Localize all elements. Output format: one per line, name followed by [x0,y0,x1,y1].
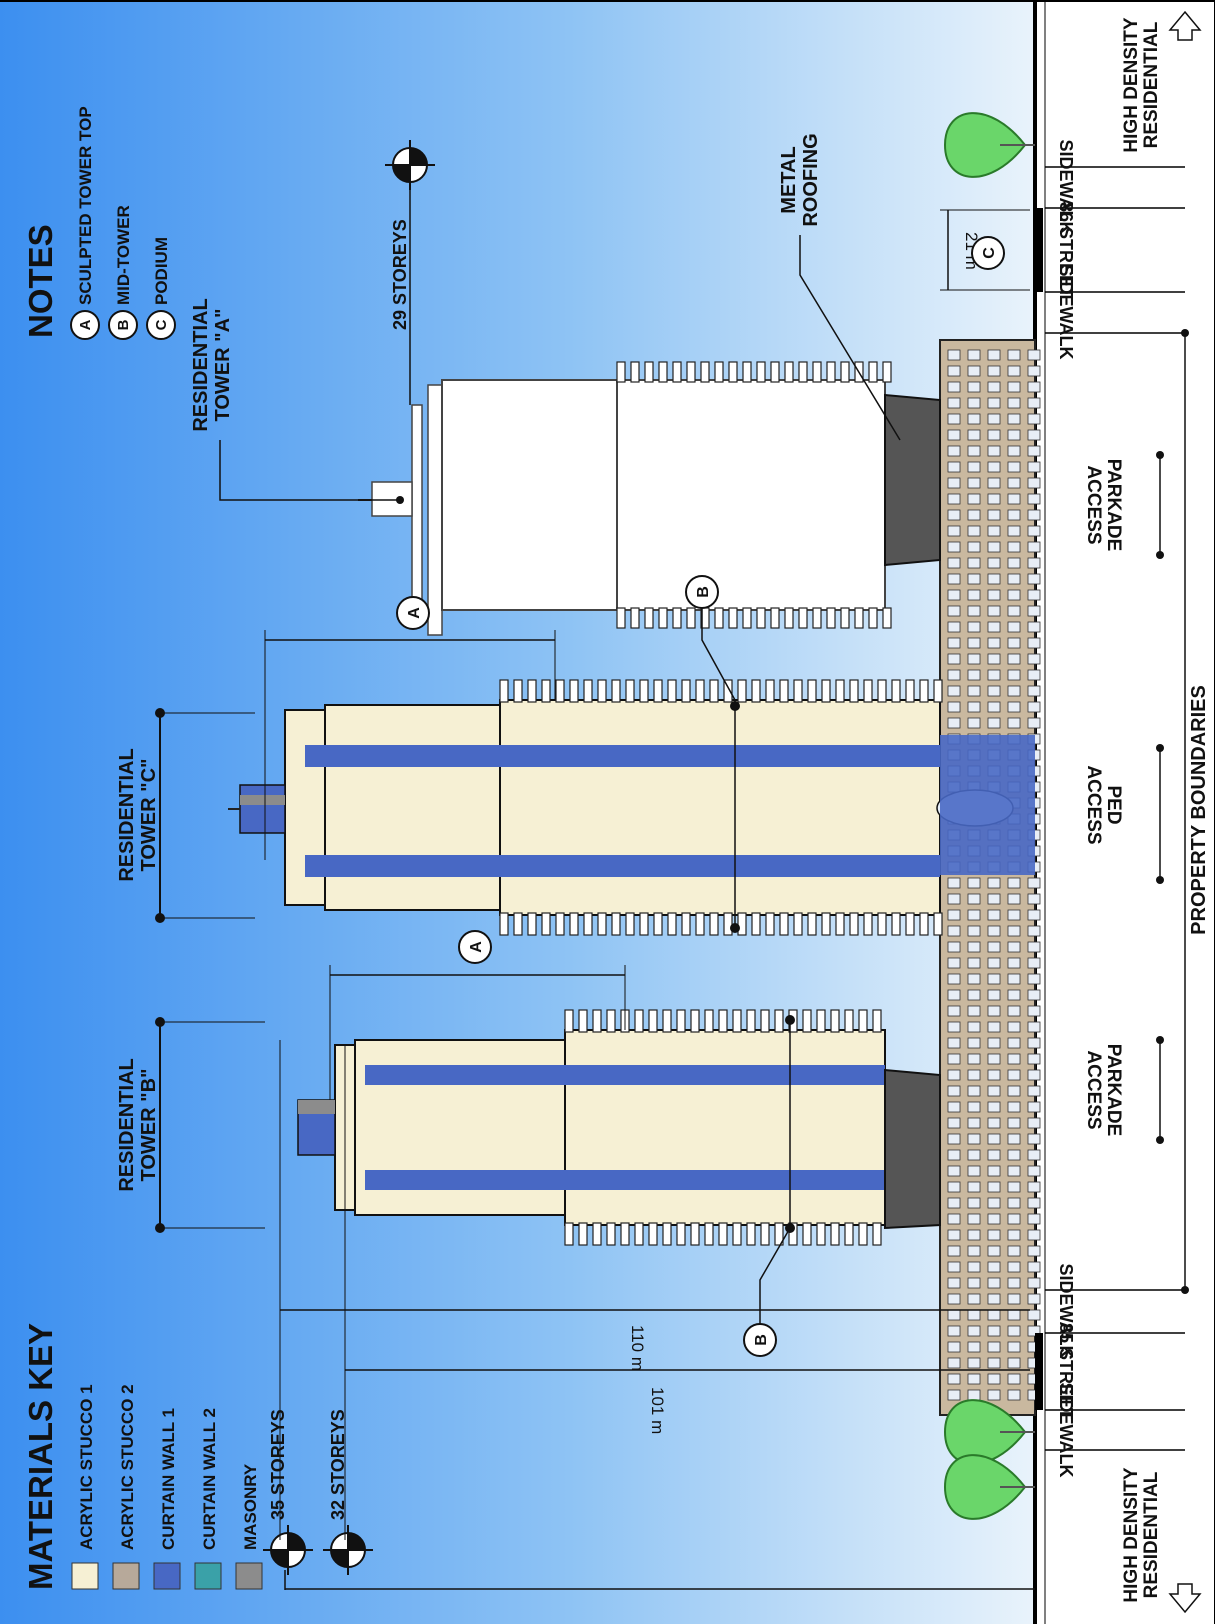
callout-a-lower: A [458,930,492,964]
property-boundaries-label: PROPERTY BOUNDARIES [1188,685,1210,935]
dim-label-101m: 101 m [648,1387,667,1434]
material-label: MASONRY [241,1463,260,1550]
callout-b-lower: B [743,1015,795,1357]
notes-title: NOTES [22,224,59,338]
metal-roofing-label-line1: METAL [778,146,800,213]
tower-b-label-line2: TOWER "B" [138,1068,160,1181]
svg-text:A: A [468,941,485,953]
material-label: CURTAIN WALL 1 [159,1408,178,1550]
ped-access-line1: PED [1103,785,1124,824]
note-letter-circle [108,310,138,340]
material-key-item: MASONRY [235,1463,263,1590]
material-label: ACRYLIC STUCCO 1 [77,1384,96,1550]
note-letter-circle [146,310,176,340]
tower-extent-lines [155,630,626,1233]
parkade-access-b-line1: PARKADE [1103,1044,1124,1137]
note-item: B MID-TOWER [108,205,138,340]
svg-text:C: C [981,247,998,259]
sidewalk-label: SIDEWALK [1056,139,1076,234]
tower-b-label-line1: RESIDENTIAL [116,1058,138,1191]
level-label-29-storeys: 29 STOREYS [390,219,410,330]
materials-key: MATERIALS KEY ACRYLIC STUCCO 1 ACRYLIC ST… [22,1323,263,1590]
material-swatch [71,1562,99,1590]
street-86-label: 86 STREET [1056,202,1076,298]
tower-c-label-line2: TOWER "C" [138,758,160,871]
level-marker-29: 29 STOREYS [385,140,435,405]
dim-label-110m: 110 m [628,1325,647,1371]
svg-text:B: B [753,1334,770,1346]
high-density-residential-bottom-line1: HIGH DENSITY [1121,1467,1142,1602]
dimension-101m: 101 m [344,1045,1030,1540]
high-density-residential-bottom-line2: RESIDENTIAL [1141,1471,1162,1598]
sidewalk-label: SIDEWALK [1056,1263,1076,1358]
material-swatch [235,1562,263,1590]
tower-c-label-line1: RESIDENTIAL [116,748,138,881]
ped-access-line2: ACCESS [1083,765,1104,844]
tree-icon [943,1399,1035,1520]
level-label-35-storeys: 35 STOREYS [268,1409,288,1520]
sidewalk-label: SIDEWALK [1056,264,1076,359]
note-label: SCULPTED TOWER TOP [76,106,95,305]
arrow-up-icon [1168,10,1202,41]
note-letter: C [153,319,170,330]
high-density-residential-top-line2: RESIDENTIAL [1141,21,1162,148]
svg-text:B: B [695,586,712,598]
dimension-110m: 110 m [279,1040,1035,1590]
metal-roofing-label-line2: ROOFING [800,133,822,226]
parkade-access-a-line1: PARKADE [1103,459,1124,552]
tower-a-label-line1: RESIDENTIAL [190,298,212,431]
note-label: MID-TOWER [114,205,133,305]
callout-c: C [971,236,1005,270]
material-key-item: CURTAIN WALL 2 [194,1408,222,1590]
sidewalk-label: SIDEWALK [1056,1382,1076,1477]
materials-key-title: MATERIALS KEY [22,1323,59,1590]
note-item: C PODIUM [146,237,176,340]
material-swatch [194,1562,222,1590]
note-label: PODIUM [152,237,171,305]
parkade-access-b-line2: ACCESS [1083,1050,1104,1129]
arrow-down-icon [1168,1583,1202,1614]
material-key-item: CURTAIN WALL 1 [153,1408,181,1590]
note-letter: B [115,319,132,330]
parkade-access-a-line2: ACCESS [1083,465,1104,544]
material-label: ACRYLIC STUCCO 2 [118,1384,137,1550]
ground-labels: HIGH DENSITY RESIDENTIAL HIGH DENSITY RE… [1035,10,1210,1614]
callout-b-upper: B [685,575,740,933]
residential-tower-a [358,361,941,636]
tree-icon [943,112,1035,178]
notes: NOTES A SCULPTED TOWER TOP B MID-TOWER C PODI… [22,106,176,340]
level-marker-35: 35 STOREYS [263,1409,313,1575]
tower-a-label-line2: TOWER "A" [212,308,234,421]
street-85-label: 85 STREET [1056,1323,1076,1419]
material-key-item: ACRYLIC STUCCO 2 [112,1384,140,1590]
level-label-32-storeys: 32 STOREYS [328,1409,348,1520]
note-letter: A [77,319,94,330]
high-density-residential-top-line1: HIGH DENSITY [1121,17,1142,152]
note-letter-circle [70,310,100,340]
note-item: A SCULPTED TOWER TOP [70,106,100,340]
level-marker-32: 32 STOREYS [323,1409,373,1575]
material-swatch [112,1562,140,1590]
callout-a-upper: A [396,596,430,630]
residential-tower-b [297,1009,941,1246]
svg-text:A: A [406,607,423,619]
residential-tower-c [228,679,1035,936]
material-swatch [153,1562,181,1590]
material-key-item: ACRYLIC STUCCO 1 [71,1384,99,1590]
podium [939,339,1041,1416]
material-label: CURTAIN WALL 2 [200,1408,219,1550]
